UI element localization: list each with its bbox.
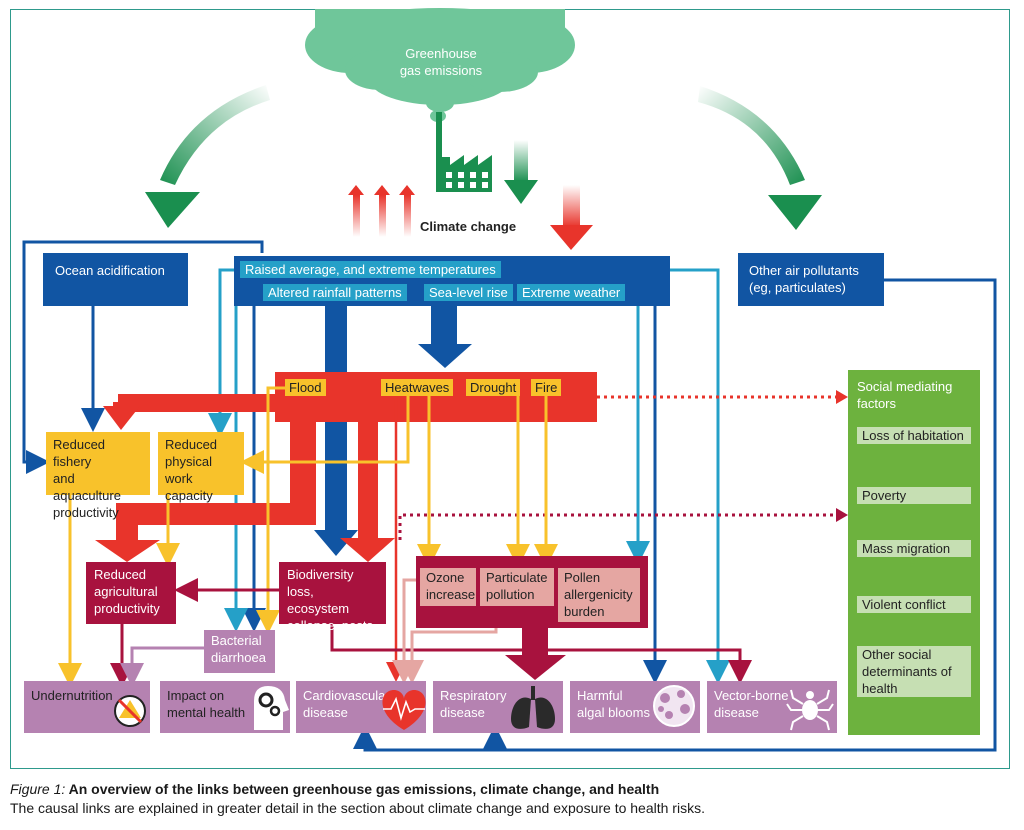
- rainfall-label: Altered rainfall patterns: [263, 284, 407, 301]
- social-item-violent-conflict: Violent conflict: [857, 596, 971, 613]
- figure-caption-text: The causal links are explained in greate…: [10, 800, 705, 816]
- algal-blooms-box: Harmful algal blooms: [570, 681, 700, 733]
- social-item-other-determinants: Other social determinants of health: [857, 646, 971, 697]
- factory-icon: [436, 112, 492, 192]
- figure-title: An overview of the links between greenho…: [65, 781, 660, 797]
- air-pollutants-box: [738, 253, 884, 306]
- extreme-weather-label: Extreme weather: [517, 284, 626, 301]
- social-title: Social mediating factors: [857, 379, 953, 411]
- cardiovascular-box: Cardiovascular disease: [296, 681, 426, 733]
- flood-label: Flood: [285, 379, 326, 396]
- raised-temperatures-label: Raised average, and extreme temperatures: [240, 261, 501, 278]
- climate-change-label: Climate change: [420, 219, 517, 234]
- mental-health-box: Impact on mental health: [160, 681, 290, 733]
- crimson-big-arrow: [505, 628, 566, 680]
- undernutrition-box: Undernutrition: [24, 681, 150, 733]
- ocean-box: [43, 253, 188, 306]
- greenhouse-gas-label: Greenhouse gas emissions: [399, 46, 483, 78]
- curved-arrow-right: [698, 86, 822, 230]
- red-down-arrow: [550, 185, 593, 250]
- fishery-box: Reduced fishery and aquaculture producti…: [46, 432, 150, 520]
- heatwaves-label: Heatwaves: [381, 379, 454, 396]
- curved-arrow-left: [145, 85, 270, 228]
- pollen-box: Pollen allergenicity burden: [558, 568, 640, 622]
- fire-label: Fire: [531, 379, 562, 396]
- red-up-arrows: [348, 185, 415, 237]
- sea-level-label: Sea-level rise: [424, 284, 513, 301]
- work-capacity-box: Reduced physical work capacity: [158, 432, 244, 503]
- cloud-shape: [305, 8, 575, 105]
- social-item-mass-migration: Mass migration: [857, 540, 971, 557]
- navy-big-arrows: [314, 306, 472, 556]
- vector-borne-box: Vector-borne disease: [707, 681, 837, 733]
- agri-productivity-box: Reduced agricultural productivity: [86, 562, 176, 624]
- respiratory-box: Respiratory disease: [433, 681, 563, 733]
- drought-label: Drought: [466, 379, 521, 396]
- figure-caption-title: Figure 1: An overview of the links betwe…: [10, 781, 659, 797]
- particulate-box: Particulate pollution: [480, 568, 554, 606]
- ozone-box: Ozone increase: [420, 568, 476, 606]
- ocean-acidification-label: Ocean acidification: [55, 263, 165, 278]
- social-item-loss-of-habitation: Loss of habitation: [857, 427, 971, 444]
- air-pollutants-label: Other air pollutants (eg, particulates): [749, 263, 859, 295]
- figure-label: Figure 1:: [10, 781, 66, 797]
- biodiversity-box: Biodiversity loss, ecosystem collapse, p…: [279, 562, 386, 633]
- green-down-arrow: [504, 140, 538, 204]
- bacterial-box: Bacterial diarrhoea: [204, 630, 275, 673]
- social-item-poverty: Poverty: [857, 487, 971, 504]
